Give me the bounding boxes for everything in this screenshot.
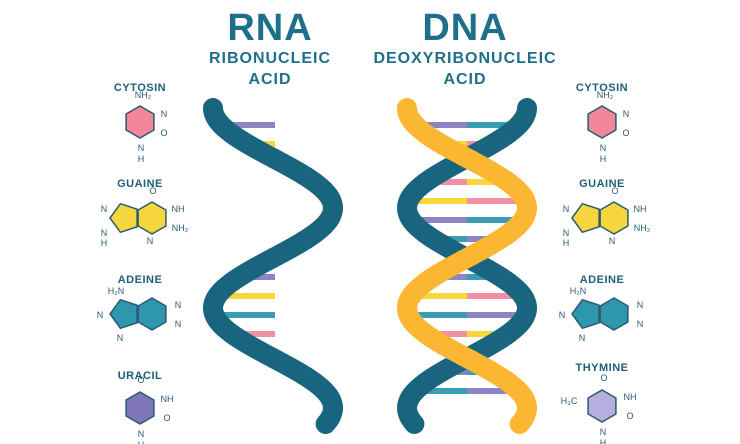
atom-label: N (600, 143, 607, 153)
atom-label: H₃C (561, 396, 578, 406)
atom-label: H (600, 154, 607, 164)
dna-subtitle-line1: DEOXYRIBONUCLEIC (373, 50, 557, 67)
ring (599, 297, 629, 331)
left-molecule-label: CYTOSIN (113, 82, 167, 94)
atom-label: NH (161, 394, 174, 404)
dna-strand-gold (396, 98, 538, 434)
ring (125, 391, 155, 425)
atom-label: NH₂ (172, 223, 189, 233)
atom-label: H₂N (108, 286, 125, 296)
atom-label: H (101, 238, 108, 248)
rna-subtitle-line2: ACID (248, 71, 292, 88)
atom-label: H (563, 238, 570, 248)
atom-label: NH₂ (135, 90, 152, 100)
atom-label: N (138, 429, 145, 439)
atom-label: N (138, 143, 145, 153)
ring (599, 201, 629, 235)
atom-label: O (160, 128, 167, 138)
atom-label: N (600, 427, 607, 437)
atom-label: NH₂ (597, 90, 614, 100)
atom-label: NH (624, 392, 637, 402)
right-molecule-label: ADEINE (579, 274, 625, 286)
left-molecule-label: URACIL (117, 370, 163, 382)
atom-label: N (101, 204, 108, 214)
atom-label: H (138, 154, 145, 164)
left-molecule-label: GUAINE (117, 178, 163, 190)
atom-label: N (637, 319, 644, 329)
dna-subtitle-line2: ACID (443, 71, 487, 88)
atom-label: O (600, 373, 607, 383)
atom-label: N (161, 109, 168, 119)
ring (137, 297, 167, 331)
ring (571, 202, 600, 234)
dna-heading: DNA DEOXYRIBONUCLEIC ACID (350, 8, 580, 90)
rna-title: RNA (227, 7, 313, 49)
atom-label: N (559, 310, 566, 320)
atom-label: N (175, 319, 182, 329)
ring (137, 201, 167, 235)
atom-label: H (138, 440, 145, 444)
dna-title: DNA (422, 7, 508, 49)
ring (125, 105, 155, 139)
ring (109, 202, 138, 234)
atom-label: O (149, 186, 156, 196)
ring (109, 298, 138, 330)
atom-label: O (163, 413, 170, 423)
atom-label: N (579, 333, 586, 343)
ring (587, 389, 617, 423)
rna-subtitle-line1: RIBONUCLEIC (208, 50, 332, 67)
right-molecule-label: THYMINE (575, 362, 629, 374)
atom-label: H (600, 438, 607, 444)
atom-label: N (623, 109, 630, 119)
atom-label: NH (634, 204, 647, 214)
right-molecule-label: GUAINE (579, 178, 625, 190)
atom-label: NH (172, 204, 185, 214)
left-molecule-uracil: O NH O NH (125, 375, 174, 444)
right-molecule-label: CYTOSIN (575, 82, 629, 94)
atom-label: O (137, 375, 144, 385)
atom-label: N (147, 236, 154, 246)
atom-label: N (101, 228, 108, 238)
atom-label: N (563, 228, 570, 238)
atom-label: O (622, 128, 629, 138)
ring (571, 298, 600, 330)
atom-label: O (626, 411, 633, 421)
right-molecule-thymine: O H₃C NH O NH (561, 373, 637, 444)
rna-heading: RNA RIBONUCLEIC ACID (185, 8, 355, 90)
atom-label: N (563, 204, 570, 214)
ring (587, 105, 617, 139)
atom-label: N (609, 236, 616, 246)
left-molecule-label: ADEINE (117, 274, 163, 286)
rna-strand (202, 98, 344, 434)
atom-label: N (97, 310, 104, 320)
atom-label: H₂N (570, 286, 587, 296)
atom-label: N (175, 300, 182, 310)
atom-label: N (637, 300, 644, 310)
atom-label: O (611, 186, 618, 196)
atom-label: NH₂ (634, 223, 651, 233)
atom-label: N (117, 333, 124, 343)
